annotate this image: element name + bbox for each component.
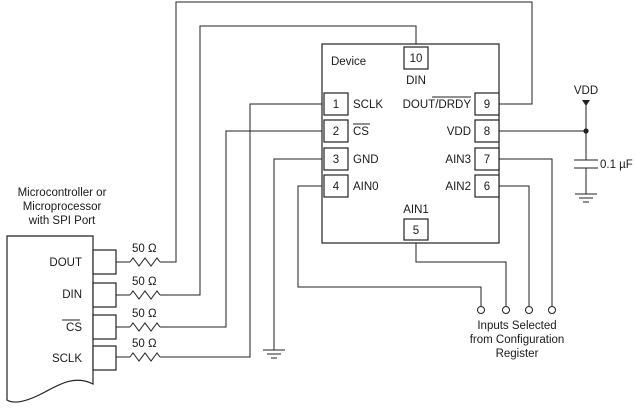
vdd-junction-dot (583, 128, 589, 134)
wire-dout (160, 1, 533, 263)
microcontroller-block: Microcontroller or Microprocessor with S… (6, 187, 117, 403)
pin-number-10: 10 (410, 53, 423, 65)
signal-wires (160, 1, 586, 358)
pin-number-4: 4 (333, 181, 340, 193)
pin-box-6 (474, 174, 500, 198)
resistor-cs (129, 322, 161, 332)
mcu-title-line-2: Microprocessor (23, 201, 102, 213)
mcu-body (6, 235, 94, 403)
mcu-pin-sclk: SCLK (52, 353, 82, 365)
resistor-dout (129, 257, 161, 267)
input-terminals (477, 306, 556, 314)
vdd-supply-label: VDD (574, 85, 598, 97)
inputs-note-line-2: from Configuration (470, 334, 565, 346)
pin-number-3: 3 (333, 154, 339, 166)
wire-din (160, 25, 417, 296)
pin-name-dout-drdy: DOUT/DRDY (403, 99, 472, 111)
pin-number-7: 7 (484, 154, 490, 166)
mcu-pin-box-sclk (92, 345, 117, 371)
pin-box-5 (403, 218, 429, 241)
mcu-pin-din: DIN (62, 289, 82, 301)
wire-ain2 (499, 185, 530, 306)
pin-name-vdd: VDD (447, 126, 471, 138)
pin-number-6: 6 (484, 181, 490, 193)
resistor-label-dout: 50 Ω (132, 243, 157, 255)
resistor-sclk (129, 352, 161, 362)
wire-ain1 (415, 240, 507, 306)
resistor-label-din: 50 Ω (132, 276, 157, 288)
pin-name-din: DIN (406, 75, 426, 87)
pin-name-ain0: AIN0 (353, 181, 379, 193)
device-block: Device 10 DIN 5 AIN1 1 SCLK 2 CS 3 GND 4… (321, 43, 500, 244)
wire-sclk (160, 103, 322, 358)
resistor-label-sclk: 50 Ω (132, 338, 157, 350)
pin-box-4 (323, 174, 349, 198)
supply-network: VDD 0.1 µF (574, 85, 633, 203)
wire-cs (160, 130, 322, 328)
resistor-din (129, 290, 161, 300)
mcu-pin-box-din (92, 282, 117, 308)
pin-name-ain1: AIN1 (403, 204, 429, 216)
pin-box-9 (474, 92, 500, 116)
ground-symbol (263, 349, 285, 359)
pin-name-sclk: SCLK (353, 99, 383, 111)
mcu-title-line-3: with SPI Port (28, 215, 96, 227)
pin-number-8: 8 (484, 126, 490, 138)
pin-box-2 (323, 119, 349, 143)
mcu-pin-box-dout (92, 249, 117, 275)
pin-number-1: 1 (333, 99, 339, 111)
resistor-label-cs: 50 Ω (132, 308, 157, 320)
inputs-note-line-3: Register (496, 348, 539, 360)
pin-box-7 (474, 147, 500, 171)
mcu-pin-cs: CS (66, 322, 82, 334)
device-body (321, 43, 500, 244)
pin-number-9: 9 (484, 99, 490, 111)
capacitor-label: 0.1 µF (600, 159, 633, 171)
pin-box-3 (323, 147, 349, 171)
pin-name-cs: CS (353, 126, 369, 138)
inputs-note-line-1: Inputs Selected (477, 320, 556, 332)
device-title: Device (331, 56, 366, 68)
pin-name-gnd: GND (353, 154, 379, 166)
wire-ain3 (499, 158, 553, 306)
pin-box-10 (403, 46, 429, 70)
pin-box-8 (474, 119, 500, 143)
mcu-pin-box-cs (92, 314, 117, 340)
pin-box-1 (323, 92, 349, 116)
pin-number-5: 5 (413, 225, 419, 237)
pin-name-ain2: AIN2 (445, 181, 471, 193)
pin-number-2: 2 (333, 126, 339, 138)
wire-gnd (273, 158, 322, 350)
pin-name-ain3: AIN3 (445, 154, 471, 166)
series-resistors: 50 Ω 50 Ω 50 Ω 50 Ω (116, 243, 161, 362)
mcu-title-line-1: Microcontroller or (18, 187, 107, 199)
mcu-pin-dout: DOUT (49, 257, 82, 269)
wire-ain0 (297, 185, 482, 306)
